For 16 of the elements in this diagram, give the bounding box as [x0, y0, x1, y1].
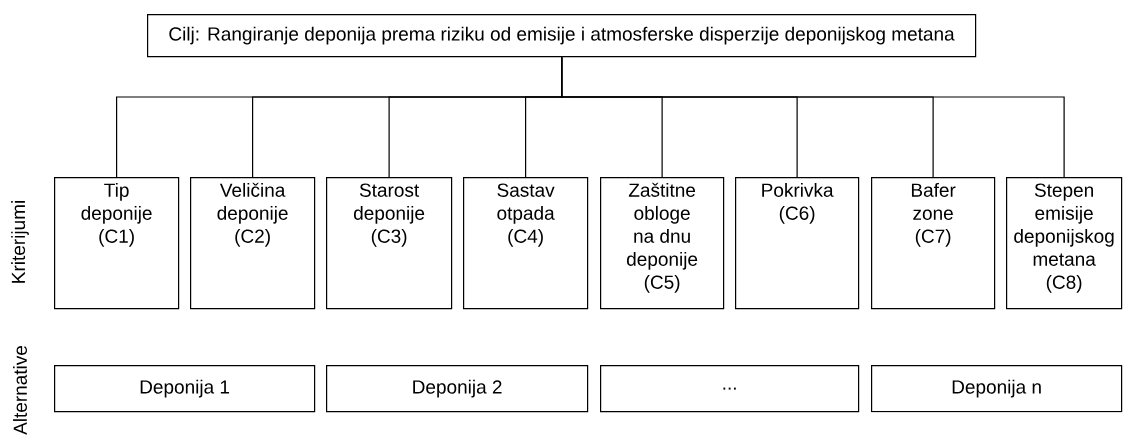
criterion-box: Pokrivka (C6) [735, 177, 860, 310]
criterion-box: Bafer zone (C7) [871, 177, 996, 310]
alternative-box: Deponija 2 [326, 365, 589, 413]
goal-box: Cilj: Rangiranje deponija prema riziku od emisije i atmosferske disperzije deponijskog metana [147, 14, 977, 58]
criterion-box: Stepen emisije deponijskog metana (C8) [1006, 177, 1123, 310]
alternative-box: Deponija n [871, 365, 1123, 413]
level-label: Alternative [13, 345, 27, 435]
criterion-box: Tip deponije (C1) [54, 177, 180, 310]
connector [561, 56, 1065, 178]
alternative-box: ... [600, 365, 860, 413]
criterion-box: Veličina deponije (C2) [190, 177, 316, 310]
criterion-box: Zaštitne obloge na dnu deponije (C5) [600, 177, 725, 310]
level-label: Kriterijumi [11, 201, 29, 283]
alternative-box: Deponija 1 [54, 365, 316, 413]
criterion-box: Starost deponije (C3) [326, 177, 453, 310]
criterion-box: Sastav otpada (C4) [463, 177, 589, 310]
